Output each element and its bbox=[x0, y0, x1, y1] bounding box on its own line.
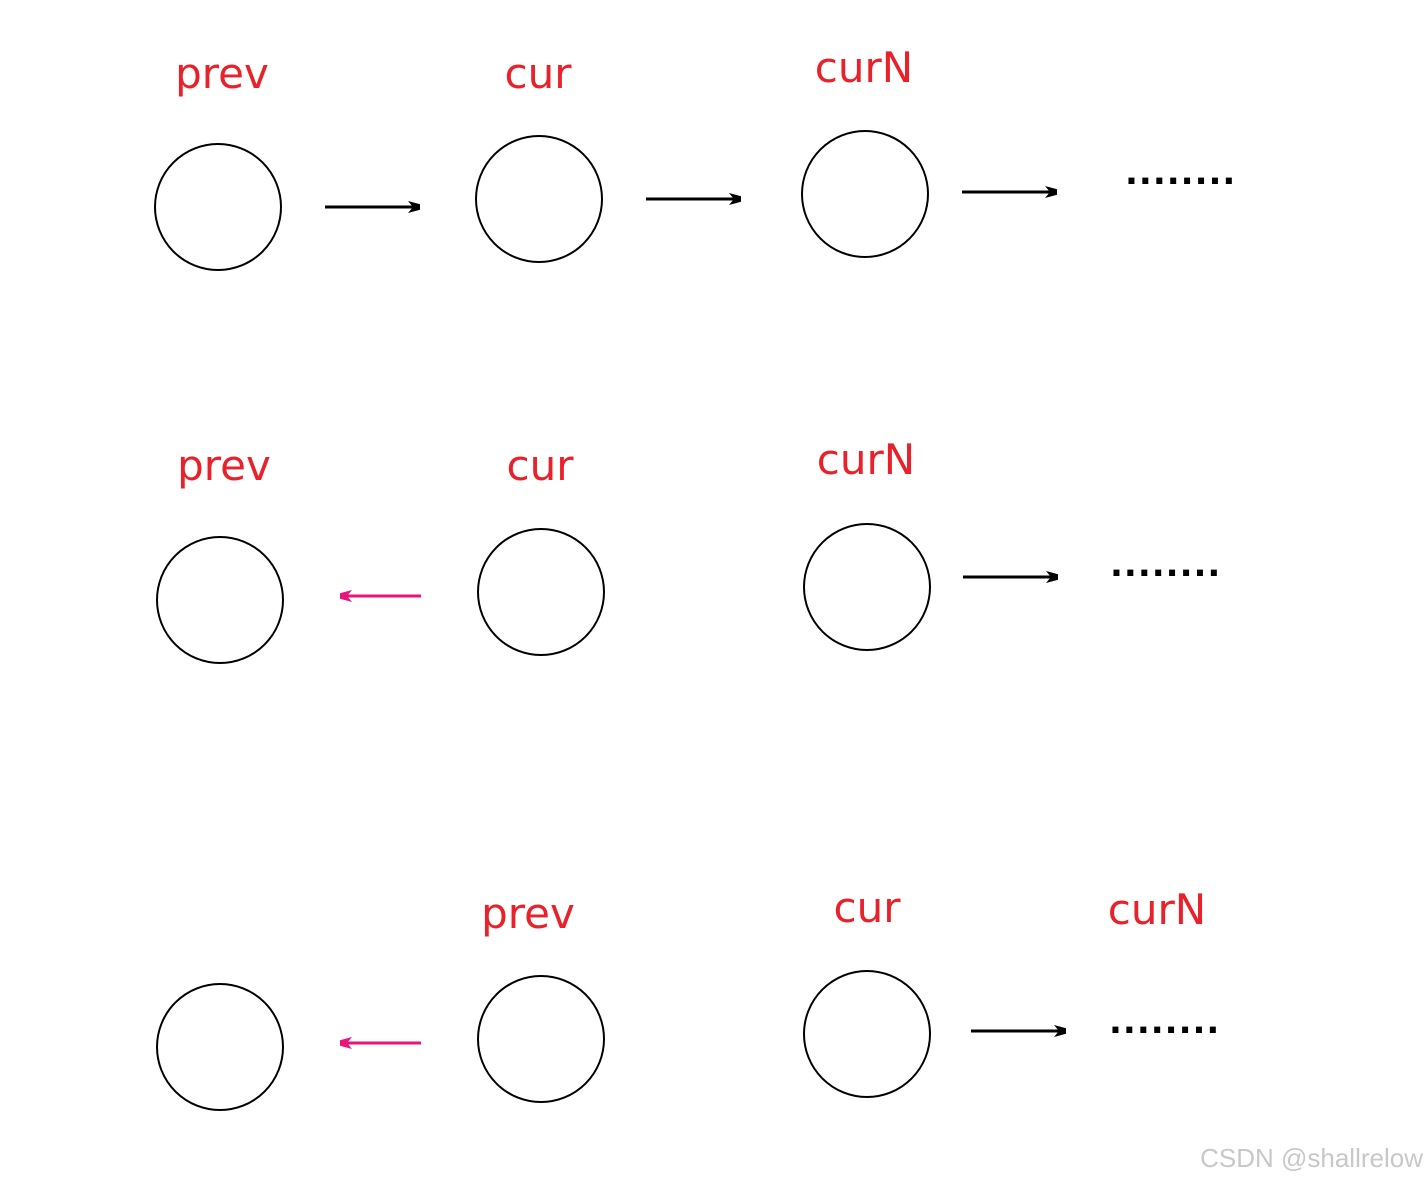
row-1-ellipsis: ........ bbox=[1125, 153, 1236, 193]
row-1-node-curN bbox=[801, 130, 929, 258]
row-1: prev cur curN ........ bbox=[154, 43, 1236, 271]
row-3: prev cur curN ........ bbox=[156, 883, 1220, 1111]
row-2-curN-label: curN bbox=[817, 435, 915, 484]
row-2-node-curN bbox=[803, 523, 931, 651]
row-2-node-cur bbox=[477, 528, 605, 656]
row-1-node-cur bbox=[475, 135, 603, 263]
row-2: prev cur curN ........ bbox=[156, 435, 1221, 664]
row-2-prev-label: prev bbox=[177, 441, 271, 490]
row-3-cur-label: cur bbox=[834, 883, 902, 932]
row-3-node-prev bbox=[477, 975, 605, 1103]
row-3-prev-label: prev bbox=[481, 889, 575, 938]
row-1-curN-label: curN bbox=[815, 43, 913, 92]
watermark-text: CSDN @shallrelow bbox=[1200, 1143, 1423, 1173]
row-3-ellipsis: ........ bbox=[1109, 1002, 1220, 1042]
row-1-cur-label: cur bbox=[505, 49, 573, 98]
row-3-node-cur bbox=[803, 970, 931, 1098]
row-2-node-prev bbox=[156, 536, 284, 664]
row-3-node-first bbox=[156, 983, 284, 1111]
row-2-ellipsis: ........ bbox=[1110, 545, 1221, 585]
row-3-curN-label: curN bbox=[1108, 885, 1206, 934]
row-1-prev-label: prev bbox=[175, 49, 269, 98]
row-2-cur-label: cur bbox=[507, 441, 575, 490]
row-1-node-prev bbox=[154, 143, 282, 271]
